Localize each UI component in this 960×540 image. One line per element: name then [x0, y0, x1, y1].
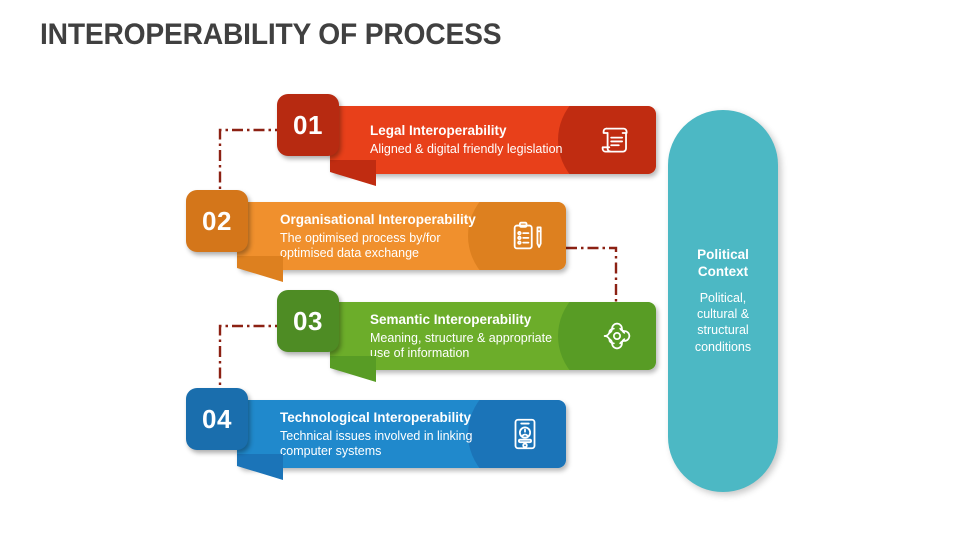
ribbon-tail-4: [237, 454, 283, 480]
step-subtitle-2: The optimised process by/for optimised d…: [280, 231, 476, 261]
step-number-2: 02: [202, 205, 232, 236]
political-context-pill[interactable]: Political Context Political, cultural & …: [668, 110, 778, 492]
page-title: INTEROPERABILITY OF PROCESS: [40, 18, 502, 51]
icon-blob-2: [468, 202, 566, 270]
step-subtitle-3: Meaning, structure & appropriate use of …: [370, 331, 552, 361]
step-bar-4-fill: [237, 400, 566, 468]
step-number-1: 01: [293, 109, 323, 140]
step-badge-4[interactable]: 04: [186, 388, 248, 450]
scroll-icon: [596, 120, 634, 160]
step-title-1: Legal Interoperability: [370, 123, 507, 139]
step-text-4: Technological Interoperability Technical…: [280, 410, 472, 458]
step-bar-3[interactable]: Semantic Interoperability Meaning, struc…: [330, 302, 656, 370]
tail-shape: [330, 356, 376, 382]
step-title-4: Technological Interoperability: [280, 409, 472, 425]
step-badge-1[interactable]: 01: [277, 94, 339, 156]
step-bar-3-fill: [330, 302, 656, 370]
step-bar-1-fill: [330, 106, 656, 174]
step-subtitle-2-line-2: optimised data exchange: [280, 245, 419, 260]
tail-shape: [237, 256, 283, 282]
tail-shape: [330, 160, 376, 186]
ribbon-tail-3: [330, 356, 376, 382]
smartphone-icon: [506, 414, 544, 454]
tail-shape: [237, 454, 283, 480]
step-subtitle-3-line-2: use of information: [370, 345, 470, 360]
step-subtitle-1-line-1: Aligned & digital friendly legislation: [370, 142, 563, 157]
step-bar-2-fill: [237, 202, 566, 270]
step-number-3: 03: [293, 305, 323, 336]
step-subtitle-4-line-2: computer systems: [280, 443, 382, 458]
political-context-title: Political Context: [697, 247, 749, 279]
icon-blob-4: [468, 400, 566, 468]
ribbon-tail-2: [237, 256, 283, 282]
step-title-2: Organisational Interoperability: [280, 211, 476, 227]
step-bar-4[interactable]: Technological Interoperability Technical…: [237, 400, 566, 468]
ribbon-tail-1: [330, 160, 376, 186]
step-text-2: Organisational Interoperability The opti…: [280, 212, 476, 260]
step-text-3: Semantic Interoperability Meaning, struc…: [370, 312, 552, 360]
step-title-3: Semantic Interoperability: [370, 311, 532, 327]
step-subtitle-2-line-1: The optimised process by/for: [280, 230, 441, 245]
step-badge-2[interactable]: 02: [186, 190, 248, 252]
step-bar-1[interactable]: Legal Interoperability Aligned & digital…: [330, 106, 656, 174]
step-bar-2[interactable]: Organisational Interoperability The opti…: [237, 202, 566, 270]
step-subtitle-4: Technical issues involved in linking com…: [280, 429, 472, 459]
step-text-1: Legal Interoperability Aligned & digital…: [370, 123, 562, 157]
knot-icon: [598, 316, 636, 356]
step-badge-3[interactable]: 03: [277, 290, 339, 352]
political-context-subtitle: Political, cultural & structural conditi…: [694, 290, 752, 354]
step-number-4: 04: [202, 403, 232, 434]
clipboard-pencil-icon: [508, 216, 546, 256]
step-subtitle-3-line-1: Meaning, structure & appropriate: [370, 330, 553, 345]
step-subtitle-1: Aligned & digital friendly legislation: [370, 142, 562, 157]
step-subtitle-4-line-1: Technical issues involved in linking: [280, 428, 473, 443]
